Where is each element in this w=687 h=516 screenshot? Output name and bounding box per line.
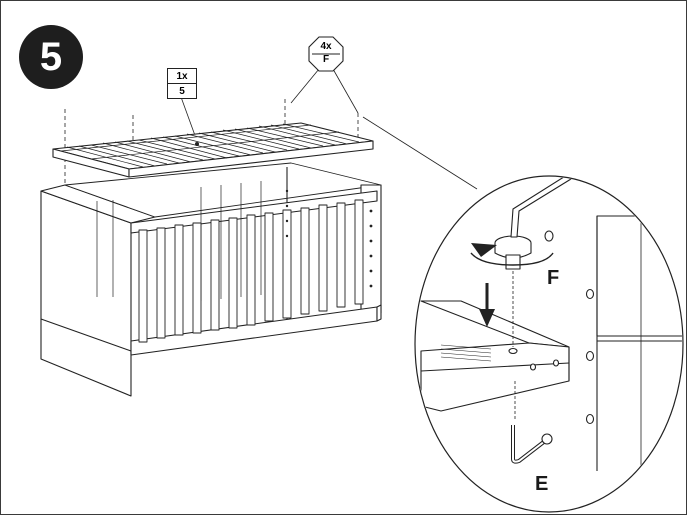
key-label-e: E: [535, 473, 549, 495]
bolt-part-letter: F: [322, 54, 330, 65]
slat-quantity: 1x: [168, 69, 196, 84]
bolt-label-f: F: [547, 267, 560, 289]
detail-circle: [414, 175, 684, 513]
slat-part-callout: 1x 5: [167, 68, 197, 99]
step-number-badge: 5: [19, 25, 83, 89]
slatted-base: [52, 122, 374, 178]
bolt-part-callout: 4x F: [310, 37, 342, 69]
slat-part-number: 5: [179, 85, 185, 97]
crib-body: [40, 162, 382, 397]
bolt-quantity: 4x: [320, 41, 332, 52]
detail-leader-line: [362, 116, 478, 190]
